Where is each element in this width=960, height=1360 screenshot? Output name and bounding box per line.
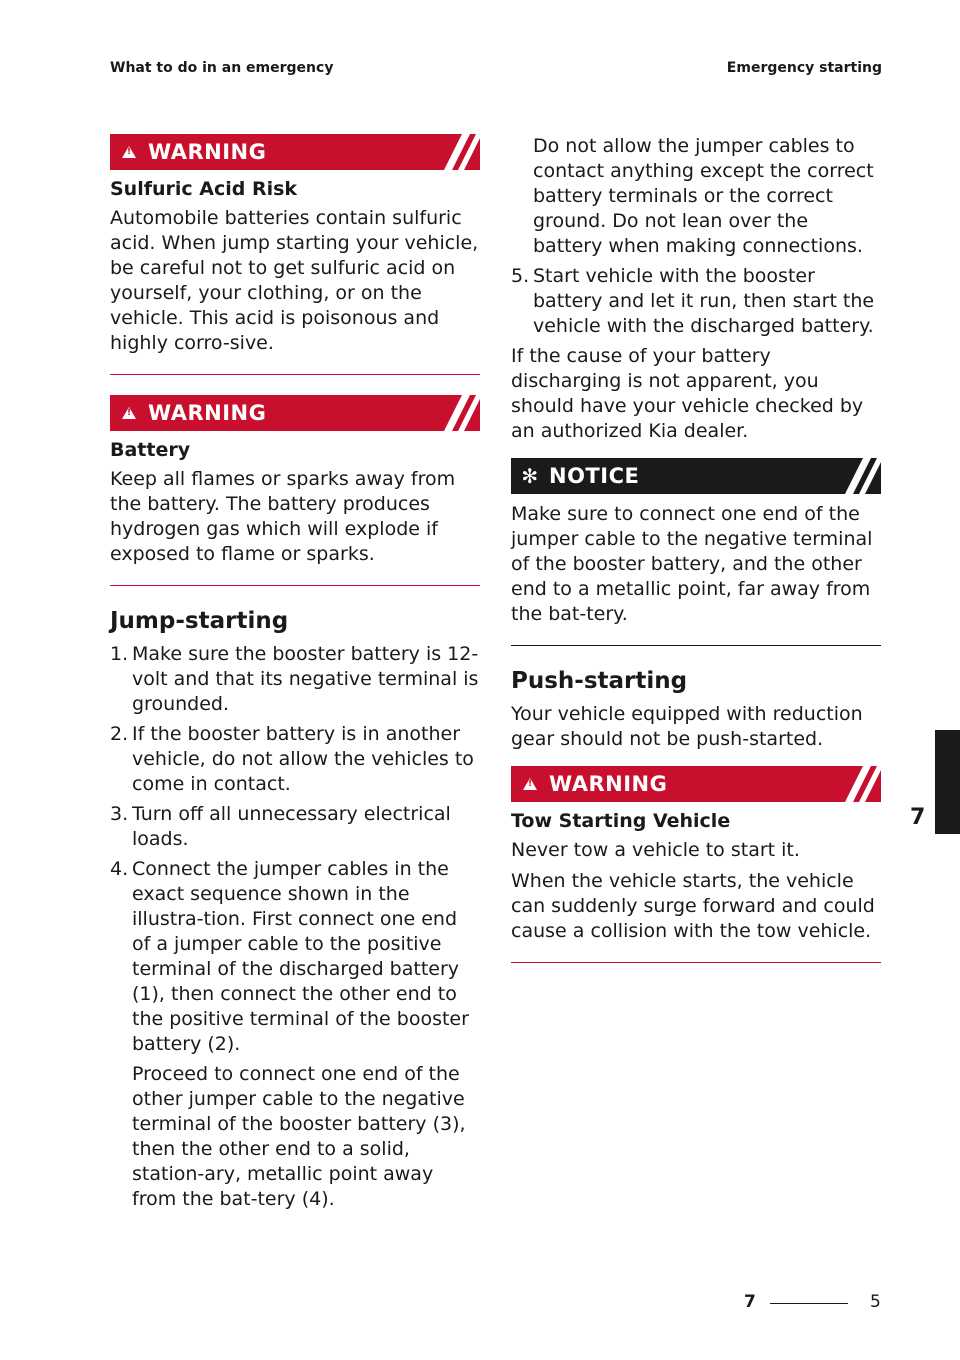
step-number: 1. [110,643,129,665]
warning-title: Battery [110,439,191,461]
warning-banner: WARNING [511,766,881,802]
push-body: Your vehicle equipped with reduction gea… [511,703,863,750]
warning-body: When the vehicle starts, the vehicle can… [511,870,875,942]
warning-triangle-icon [110,407,148,419]
slash-decoration-icon [825,766,881,802]
warning-end-rule [110,585,480,586]
step-text: Turn off all unnecessary electrical load… [132,803,451,850]
list-item: 5.Start vehicle with the booster battery… [511,264,881,339]
footer-chapter-number: 7 [744,1292,756,1312]
step-text: Connect the jumper cables in the exact s… [132,858,469,1055]
jump-steps-list-cont: 5.Start vehicle with the booster battery… [511,264,881,339]
slash-decoration-icon [424,395,480,431]
chapter-side-number: 7 [910,805,926,830]
warning-body: Keep all flames or sparks away from the … [110,468,456,565]
step-continuation: Proceed to connect one end of the other … [132,1063,466,1210]
warning-title: Sulfuric Acid Risk [110,178,298,200]
notice-banner: ✻ NOTICE [511,458,881,494]
warning-title: Tow Starting Vehicle [511,810,731,832]
step-continuation: Do not allow the jumper cables to contac… [533,135,874,257]
section-heading-jump-starting: Jump-starting [110,608,289,634]
step-number: 2. [110,723,129,745]
warning-body: Never tow a vehicle to start it. [511,839,800,861]
slash-decoration-icon [424,134,480,170]
list-item: 3.Turn off all unnecessary electrical lo… [110,802,480,852]
warning-triangle-icon [110,146,148,158]
list-item: 1.Make sure the booster battery is 12-vo… [110,642,480,717]
warning-label: WARNING [549,772,668,796]
section-heading-push-starting: Push-starting [511,668,688,694]
notice-end-rule [511,645,881,646]
step-text: Start vehicle with the booster battery a… [533,265,875,337]
footer-page-number: 5 [870,1292,881,1312]
notice-label: NOTICE [549,464,640,488]
notice-body: Make sure to connect one end of the jump… [511,503,873,625]
step-number: 5. [511,265,530,287]
asterisk-icon: ✻ [521,464,539,488]
warning-end-rule [511,962,881,963]
footer-divider [770,1303,848,1304]
header-topic-title: Emergency starting [726,60,882,76]
warning-triangle-icon [511,778,549,790]
jump-steps-list: 1.Make sure the booster battery is 12-vo… [110,642,480,1057]
warning-label: WARNING [148,140,267,164]
warning-end-rule [110,374,480,375]
step-number: 3. [110,803,129,825]
warning-banner: WARNING [110,134,480,170]
list-item: 4.Connect the jumper cables in the exact… [110,857,480,1057]
list-item: 2.If the booster battery is in another v… [110,722,480,797]
warning-label: WARNING [148,401,267,425]
slash-decoration-icon [825,458,881,494]
warning-banner: WARNING [110,395,480,431]
warning-body: Automobile batteries contain sulfuric ac… [110,207,479,354]
step-number: 4. [110,858,129,880]
step-text: If the booster battery is in another veh… [132,723,474,795]
step-text: Make sure the booster battery is 12-volt… [132,643,479,715]
cause-paragraph: If the cause of your battery discharging… [511,345,864,442]
chapter-side-tab [935,730,960,834]
left-column: WARNING Sulfuric Acid Risk Automobile ba… [110,134,480,1217]
header-section-title: What to do in an emergency [110,60,334,76]
right-column: Do not allow the jumper cables to contac… [511,134,881,963]
